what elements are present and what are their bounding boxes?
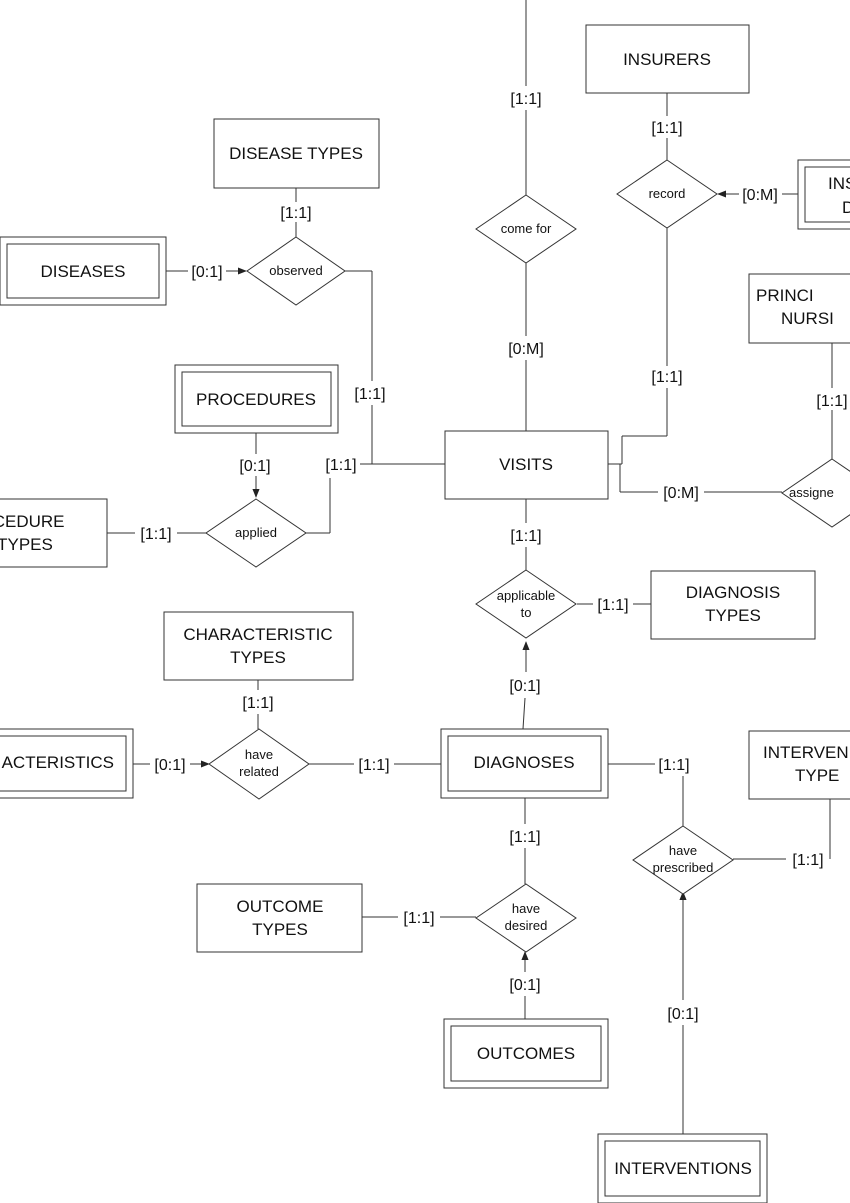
entity-label-line1: CHARACTERISTIC xyxy=(183,625,332,644)
relationship-label-line1: have xyxy=(245,747,273,762)
entity-outcomes[interactable]: OUTCOMES xyxy=(443,1018,609,1089)
cardinality-label: [1:1] xyxy=(403,910,434,927)
entity-label: INSURERS xyxy=(623,50,711,69)
relationship-assigned[interactable]: assigne xyxy=(781,458,850,528)
entity-label-line1: INTERVEN xyxy=(763,743,849,762)
relationship-label-line1: have xyxy=(669,843,697,858)
cardinality-label: [1:1] xyxy=(510,528,541,545)
relationship-label: record xyxy=(649,186,686,201)
cardinality-label: [0:M] xyxy=(663,485,699,502)
entity-intervention-types[interactable]: INTERVEN TYPE xyxy=(748,730,850,800)
entity-disease-types[interactable]: DISEASE TYPES xyxy=(213,118,380,189)
entity-label-line2: D xyxy=(842,198,850,217)
entity-label-line1: INS xyxy=(828,174,850,193)
entity-label-line1: OCEDURE xyxy=(0,512,65,531)
relationship-label: come for xyxy=(501,221,552,236)
cardinality-label: [1:1] xyxy=(242,695,273,712)
cardinality-label: [0:M] xyxy=(508,341,544,358)
cardinality-label: [0:1] xyxy=(154,757,185,774)
relationship-have-related[interactable]: have related xyxy=(208,728,310,800)
relationship-have-prescribed[interactable]: have prescribed xyxy=(632,825,734,895)
entity-label-line2: NURSI xyxy=(781,309,834,328)
relationship-label-line2: desired xyxy=(505,918,548,933)
entity-label: PROCEDURES xyxy=(196,390,316,409)
cardinality-label: [1:1] xyxy=(510,91,541,108)
entity-label: INTERVENTIONS xyxy=(614,1159,752,1178)
relationship-label: assigne xyxy=(789,485,834,500)
entity-visits[interactable]: VISITS xyxy=(444,430,609,500)
cardinality-label: [1:1] xyxy=(140,526,171,543)
entity-diagnoses[interactable]: DIAGNOSES xyxy=(440,728,609,799)
entity-diseases[interactable]: DISEASES xyxy=(0,236,167,306)
relationship-label-line2: related xyxy=(239,764,279,779)
cardinality-labels: [1:1] [1:1] [0:M] [1:1] [0:1] [0:M] [1:1… xyxy=(140,91,847,1023)
entity-label-line1: PRINCI xyxy=(756,286,814,305)
cardinality-label: [0:1] xyxy=(239,458,270,475)
entity-label-line1: DIAGNOSIS xyxy=(686,583,780,602)
relationship-record[interactable]: record xyxy=(616,159,718,229)
cardinality-label: [0:1] xyxy=(509,977,540,994)
relationship-applicable-to[interactable]: applicable to xyxy=(475,569,577,639)
cardinality-label: [0:1] xyxy=(191,264,222,281)
entity-outcome-types[interactable]: OUTCOME TYPES xyxy=(196,883,363,953)
relationship-label-line2: to xyxy=(521,605,532,620)
relationship-come-for[interactable]: come for xyxy=(475,194,577,264)
entity-principal-nurses[interactable]: PRINCI NURSI xyxy=(748,273,850,344)
entity-interventions[interactable]: INTERVENTIONS xyxy=(597,1133,768,1203)
entity-label: DIAGNOSES xyxy=(473,753,574,772)
cardinality-label: [1:1] xyxy=(358,757,389,774)
entity-label-line2: TYPE xyxy=(795,766,839,785)
relationship-observed[interactable]: observed xyxy=(246,236,346,306)
relationship-label: applied xyxy=(235,525,277,540)
cardinality-label: [1:1] xyxy=(509,829,540,846)
entity-label: DISEASE TYPES xyxy=(229,144,363,163)
entity-insurers[interactable]: INSURERS xyxy=(585,24,750,94)
entity-characteristics[interactable]: ACTERISTICS xyxy=(0,728,134,799)
connector-lines xyxy=(107,0,833,1134)
cardinality-label: [1:1] xyxy=(325,457,356,474)
cardinality-label: [1:1] xyxy=(651,120,682,137)
cardinality-label: [1:1] xyxy=(658,757,689,774)
relationship-label-line2: prescribed xyxy=(653,860,714,875)
entity-label: VISITS xyxy=(499,455,553,474)
cardinality-label: [1:1] xyxy=(816,393,847,410)
entity-label: DISEASES xyxy=(40,262,125,281)
entity-label: ACTERISTICS xyxy=(2,753,114,772)
cardinality-label: [1:1] xyxy=(354,386,385,403)
entity-label-line2: TYPES xyxy=(705,606,761,625)
entity-procedure-types[interactable]: OCEDURE TYPES xyxy=(0,498,108,568)
entity-label-line2: TYPES xyxy=(0,535,53,554)
relationship-applied[interactable]: applied xyxy=(205,498,307,568)
cardinality-label: [1:1] xyxy=(280,205,311,222)
relationship-have-desired[interactable]: have desired xyxy=(475,883,577,953)
entity-diagnosis-types[interactable]: DIAGNOSIS TYPES xyxy=(650,570,816,640)
entity-label-line2: TYPES xyxy=(230,648,286,667)
cardinality-label: [0:M] xyxy=(742,187,778,204)
cardinality-label: [1:1] xyxy=(651,369,682,386)
cardinality-label: [0:1] xyxy=(509,678,540,695)
relationship-label-line1: applicable xyxy=(497,588,556,603)
entity-characteristic-types[interactable]: CHARACTERISTIC TYPES xyxy=(163,611,354,681)
cardinality-label: [0:1] xyxy=(667,1006,698,1023)
entity-label-line2: TYPES xyxy=(252,920,308,939)
relationship-label-line1: have xyxy=(512,901,540,916)
cardinality-label: [1:1] xyxy=(792,852,823,869)
entity-procedures[interactable]: PROCEDURES xyxy=(174,364,339,434)
entity-insurance-details[interactable]: INS D xyxy=(797,159,850,230)
cardinality-label: [1:1] xyxy=(597,597,628,614)
entity-label: OUTCOMES xyxy=(477,1044,575,1063)
relationship-label: observed xyxy=(269,263,322,278)
entity-label-line1: OUTCOME xyxy=(237,897,324,916)
